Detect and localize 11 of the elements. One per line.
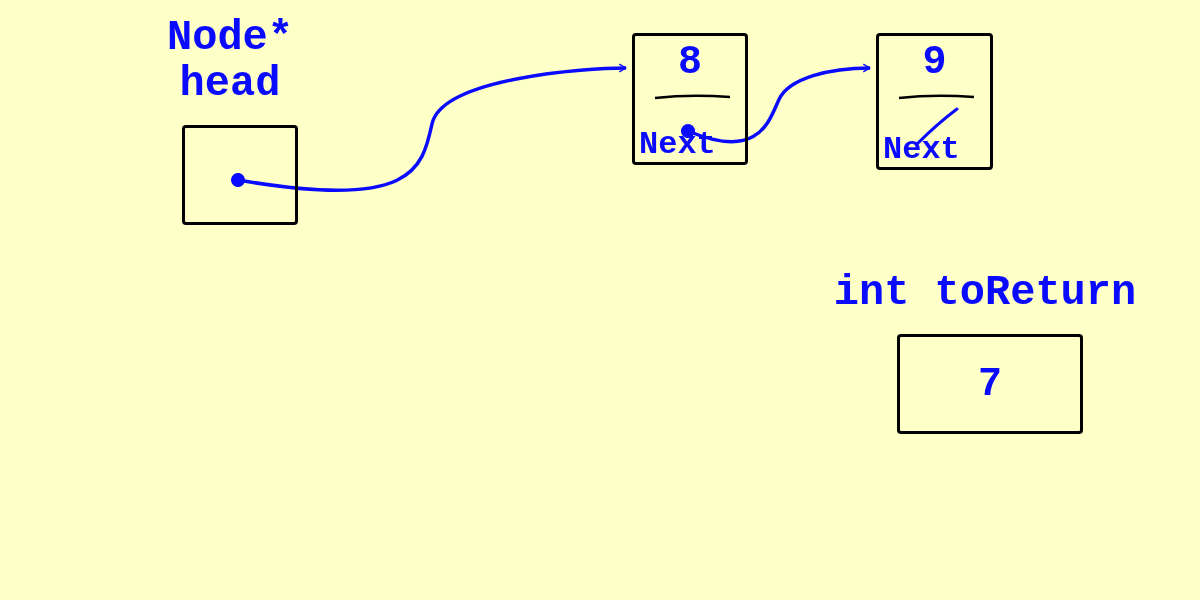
- pointer-field-label: Next: [883, 131, 960, 169]
- node-value: 8: [677, 40, 703, 86]
- node-value: 9: [921, 40, 948, 86]
- pointer-field-label: Next: [639, 126, 716, 164]
- variable-name: int toReturn: [832, 270, 1138, 316]
- pointer-arrow: [681, 63, 871, 144]
- list-node-box: [876, 33, 993, 170]
- list-node-box: [632, 33, 748, 165]
- variable-value: 7: [978, 361, 1002, 407]
- variable-name: Node* head: [166, 15, 294, 107]
- pointer-arrow: [231, 63, 627, 193]
